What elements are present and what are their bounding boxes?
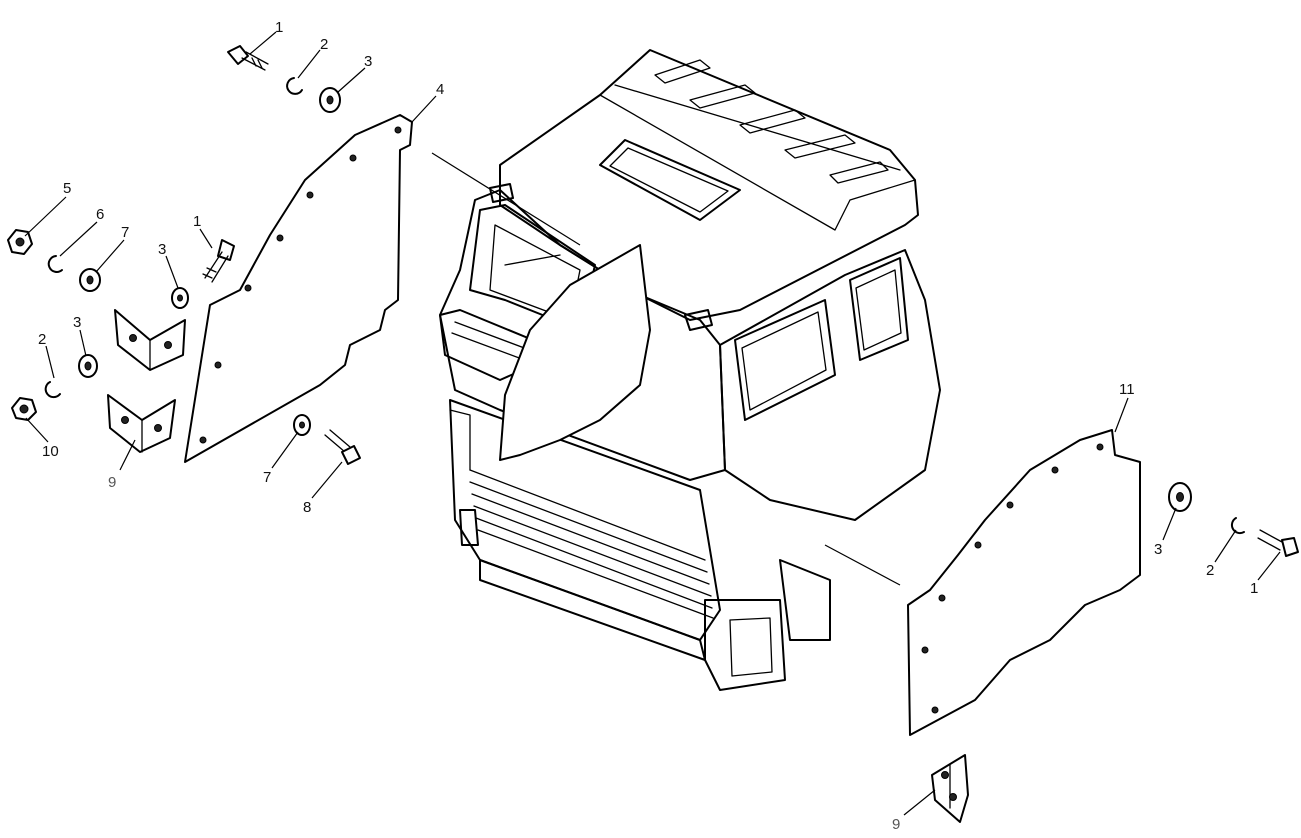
callout-7-left: 7 <box>121 224 129 241</box>
front-panel <box>499 244 651 461</box>
callout-5: 5 <box>63 180 71 197</box>
flat-washer-icon <box>78 354 98 378</box>
callout-labels: 1 2 3 4 5 6 7 1 3 3 2 10 9 7 8 11 3 2 1 … <box>38 19 1258 833</box>
callout-3-top: 3 <box>364 53 372 70</box>
callout-9-bottom: 9 <box>892 816 900 833</box>
callout-leaders <box>24 31 1281 816</box>
callout-2-right: 2 <box>1206 562 1214 579</box>
callout-2-low: 2 <box>38 331 46 348</box>
nut-icon <box>7 229 33 255</box>
bracket-lower-left <box>107 394 176 453</box>
callout-10: 10 <box>42 443 59 460</box>
callout-3-low: 3 <box>73 314 81 331</box>
split-washer-icon <box>1230 517 1245 535</box>
nut-icon <box>11 397 37 421</box>
leader-line <box>824 544 901 586</box>
callout-3-mid: 3 <box>158 241 166 258</box>
callout-3-right: 3 <box>1154 541 1162 558</box>
bolt-icon <box>324 429 361 465</box>
flat-washer-icon <box>1168 482 1192 512</box>
callout-8: 8 <box>303 499 311 516</box>
flat-washer-icon <box>293 414 311 436</box>
right-side-panel <box>907 429 1141 736</box>
callout-6: 6 <box>96 206 104 223</box>
bolt-icon <box>227 45 269 71</box>
flat-washer-icon <box>79 268 101 292</box>
callout-1-right: 1 <box>1250 580 1258 597</box>
left-side-panel <box>184 114 413 463</box>
bolt-icon <box>202 239 235 283</box>
callout-7-low: 7 <box>263 469 271 486</box>
callout-2-top: 2 <box>320 36 328 53</box>
bolt-icon <box>1257 529 1299 557</box>
bracket-upper-left <box>114 309 186 371</box>
callout-11: 11 <box>1119 381 1135 398</box>
split-washer-icon <box>44 381 61 399</box>
split-washer-icon <box>286 77 303 95</box>
callout-1-top: 1 <box>275 19 283 36</box>
callout-1-mid: 1 <box>193 213 201 230</box>
callout-4: 4 <box>436 81 444 98</box>
flat-washer-icon <box>171 287 189 309</box>
callout-9-left: 9 <box>108 474 116 491</box>
split-washer-icon <box>47 255 63 273</box>
bracket-bottom <box>931 754 969 823</box>
leader-line <box>431 152 581 246</box>
flat-washer-icon <box>319 87 341 113</box>
